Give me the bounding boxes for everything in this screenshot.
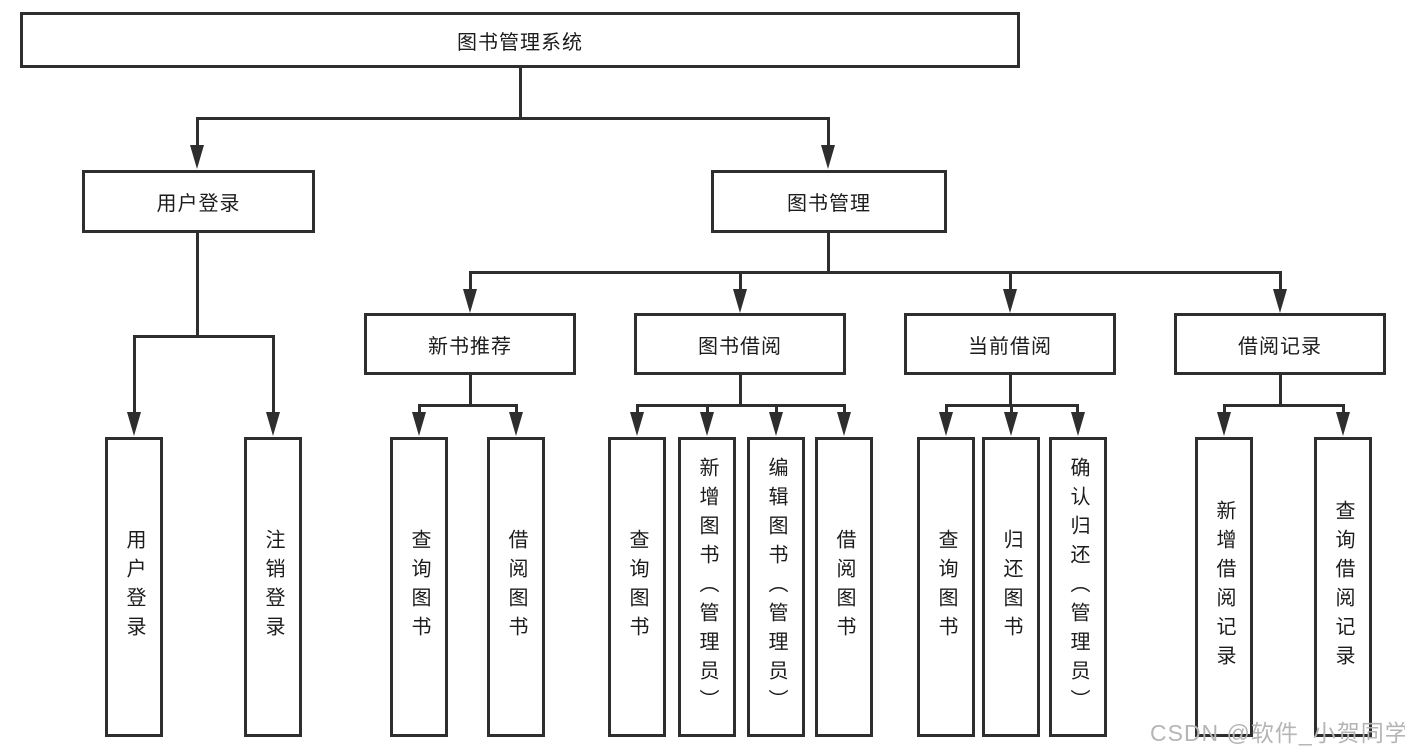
edge-line xyxy=(1076,404,1079,415)
arrowhead xyxy=(1336,412,1350,436)
edge-line xyxy=(196,233,199,337)
arrowhead xyxy=(1217,412,1231,436)
node-label: 查询借阅记录 xyxy=(1332,500,1354,674)
edge-line xyxy=(739,375,742,407)
arrowhead xyxy=(1071,412,1085,436)
node-label: 借阅图书 xyxy=(505,529,527,645)
leaf-user-login: 用户登录 xyxy=(105,437,163,737)
leaf-confirm-return-admin: 确认归还（管理员） xyxy=(1049,437,1107,737)
edge-line xyxy=(827,117,830,149)
leaf-add-books-admin: 新增图书（管理员） xyxy=(678,437,736,737)
edge-line xyxy=(469,271,472,293)
arrowhead xyxy=(1004,412,1018,436)
node-user-login: 用户登录 xyxy=(82,170,315,233)
edge-line xyxy=(1009,375,1012,407)
edge-line xyxy=(197,117,830,120)
node-label: 图书管理系统 xyxy=(457,31,583,54)
edge-line xyxy=(519,68,522,118)
edge-line xyxy=(133,335,275,338)
arrowhead xyxy=(127,412,141,436)
edge-line xyxy=(945,404,948,415)
edge-line xyxy=(775,404,778,415)
edge-line xyxy=(1223,404,1344,407)
edge-line xyxy=(1279,375,1282,407)
watermark: CSDN @软件_小贺同学 xyxy=(1150,720,1405,746)
node-label: 查询图书 xyxy=(935,529,957,645)
node-label: 借阅记录 xyxy=(1238,335,1322,358)
edge-line xyxy=(1342,404,1345,415)
edge-line xyxy=(739,271,742,293)
node-label: 注销登录 xyxy=(262,529,284,645)
edge-line xyxy=(843,404,846,415)
node-label: 查询图书 xyxy=(408,529,430,645)
node-label: 新增借阅记录 xyxy=(1213,500,1235,674)
edge-line xyxy=(469,375,472,407)
arrowhead xyxy=(630,412,644,436)
node-label: 新书推荐 xyxy=(428,335,512,358)
node-label: 借阅图书 xyxy=(833,529,855,645)
arrowhead xyxy=(700,412,714,436)
leaf-query-books-borrowing: 查询图书 xyxy=(608,437,666,737)
node-book-management: 图书管理 xyxy=(711,170,947,233)
edge-line xyxy=(272,335,275,415)
node-label: 确认归还（管理员） xyxy=(1067,456,1089,718)
edge-line xyxy=(706,404,709,415)
node-label: 当前借阅 xyxy=(968,335,1052,358)
node-label: 图书借阅 xyxy=(698,335,782,358)
leaf-query-books-current: 查询图书 xyxy=(917,437,975,737)
edge-line xyxy=(133,335,136,415)
edge-line xyxy=(1010,404,1013,415)
leaf-borrow-books: 借阅图书 xyxy=(815,437,873,737)
arrowhead xyxy=(1003,289,1017,313)
edge-line xyxy=(418,404,421,415)
arrowhead xyxy=(769,412,783,436)
leaf-return-books: 归还图书 xyxy=(982,437,1040,737)
leaf-edit-books-admin: 编辑图书（管理员） xyxy=(747,437,805,737)
edge-line xyxy=(515,404,518,415)
edge-line xyxy=(636,404,844,407)
arrowhead xyxy=(733,289,747,313)
node-label: 编辑图书（管理员） xyxy=(765,456,787,718)
node-borrowing-records: 借阅记录 xyxy=(1174,313,1386,375)
leaf-query-books-recommend: 查询图书 xyxy=(390,437,448,737)
edge-line xyxy=(196,117,199,149)
edge-line xyxy=(418,404,518,407)
edge-line xyxy=(827,233,830,274)
leaf-query-borrow-record: 查询借阅记录 xyxy=(1314,437,1372,737)
leaf-add-borrow-record: 新增借阅记录 xyxy=(1195,437,1253,737)
node-book-borrowing: 图书借阅 xyxy=(634,313,846,375)
node-library-management-system: 图书管理系统 xyxy=(20,12,1020,68)
edge-line xyxy=(1223,404,1226,415)
edge-line xyxy=(1009,271,1012,293)
node-current-borrowing: 当前借阅 xyxy=(904,313,1116,375)
edge-line xyxy=(469,271,1282,274)
node-label: 用户登录 xyxy=(123,529,145,645)
leaf-borrow-books-recommend: 借阅图书 xyxy=(487,437,545,737)
node-label: 查询图书 xyxy=(626,529,648,645)
node-new-book-recommend: 新书推荐 xyxy=(364,313,576,375)
edge-line xyxy=(1279,271,1282,293)
arrowhead xyxy=(837,412,851,436)
leaf-logout: 注销登录 xyxy=(244,437,302,737)
arrowhead xyxy=(190,145,204,169)
node-label: 图书管理 xyxy=(787,193,871,215)
node-label: 用户登录 xyxy=(156,193,241,215)
arrowhead xyxy=(939,412,953,436)
arrowhead xyxy=(821,145,835,169)
arrowhead xyxy=(463,289,477,313)
arrowhead xyxy=(266,412,280,436)
arrowhead xyxy=(1273,289,1287,313)
node-label: 归还图书 xyxy=(1000,529,1022,645)
arrowhead xyxy=(412,412,426,436)
edge-line xyxy=(636,404,639,415)
node-label: 新增图书（管理员） xyxy=(696,456,718,718)
arrowhead xyxy=(509,412,523,436)
